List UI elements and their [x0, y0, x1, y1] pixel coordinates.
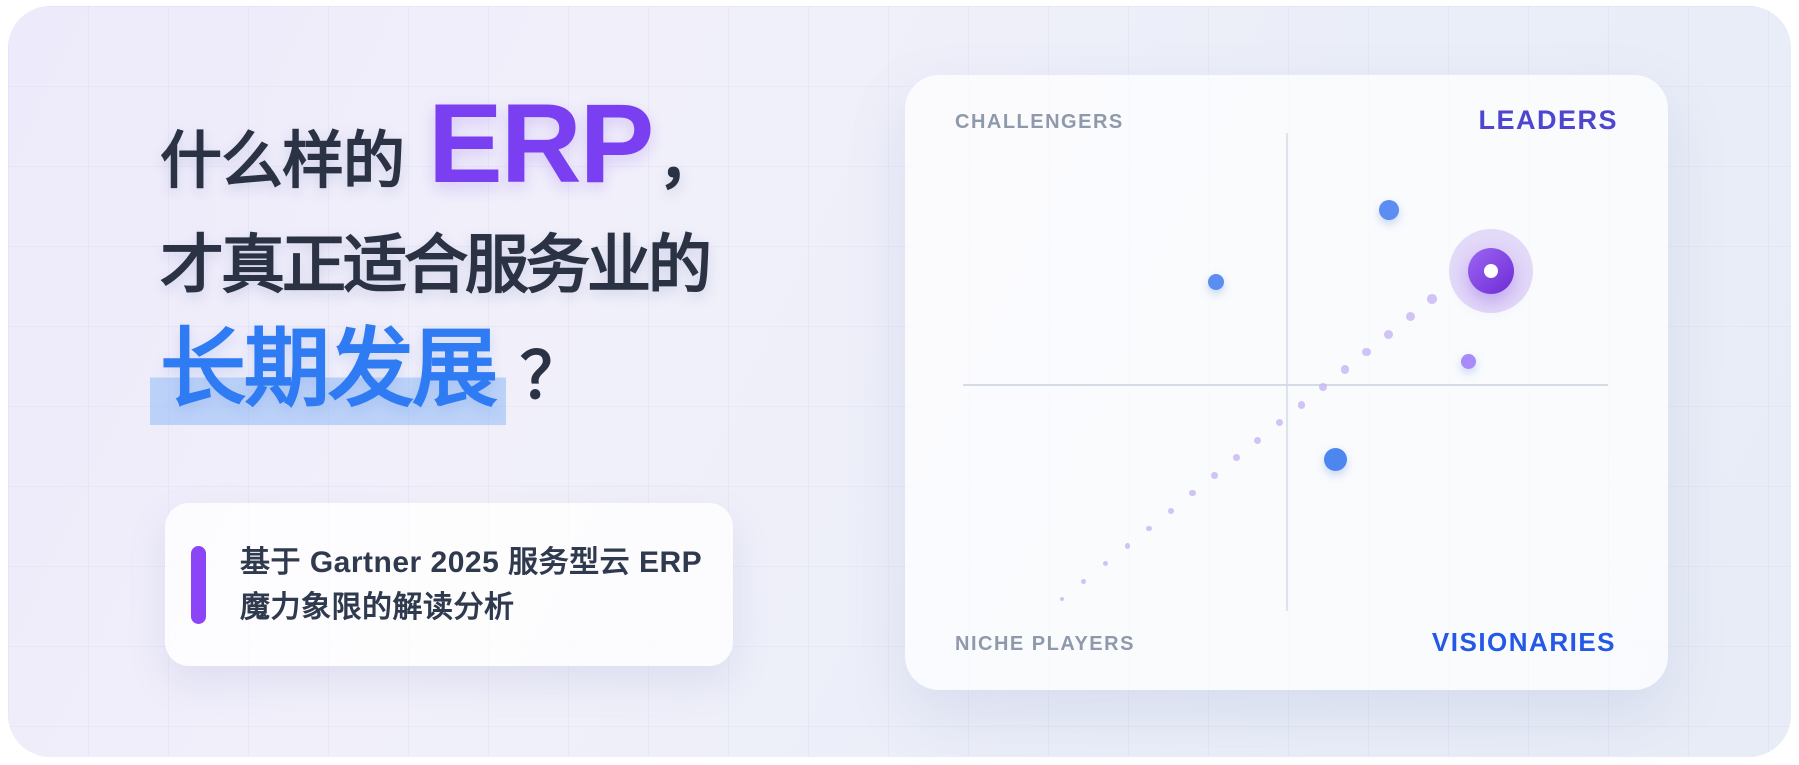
trail-dot	[1124, 543, 1130, 549]
trail-dot	[1211, 472, 1218, 479]
trail-dot	[1146, 525, 1152, 532]
subtitle-card: 基于 Gartner 2025 服务型云 ERP 魔力象限的解读分析	[165, 503, 733, 666]
trail-dot	[1167, 507, 1174, 514]
hero-line1-accent: ERP	[428, 81, 654, 206]
hero-line2-text: 才真正适合服务业的	[160, 229, 712, 301]
trail-dot	[1319, 383, 1328, 392]
hero-line-1: 什么样的 ERP ，	[160, 81, 720, 206]
trail-dot	[1340, 365, 1350, 374]
hero-line3-suffix: ？	[520, 340, 584, 412]
quadrant-label-niche-players: NICHE PLAYERS	[955, 633, 1135, 655]
trail-dot	[1103, 561, 1109, 567]
vertical-axis-line	[1286, 133, 1288, 611]
magic-quadrant-chart: CHALLENGERS LEADERS NICHE PLAYERS VISION…	[905, 75, 1668, 690]
subtitle-accent-bar	[191, 545, 206, 624]
trail-dot	[1189, 490, 1196, 497]
trail-dot	[1297, 401, 1306, 409]
point-challenger-blue	[1208, 274, 1224, 290]
trail-dot	[1383, 329, 1393, 339]
subtitle-text: 基于 Gartner 2025 服务型云 ERP 魔力象限的解读分析	[240, 540, 702, 630]
quadrant-label-leaders: LEADERS	[1478, 105, 1618, 135]
point-leader-blue	[1379, 200, 1399, 220]
trail-dot	[1254, 436, 1262, 444]
trail-dot	[1232, 454, 1240, 462]
trail-dot	[1427, 294, 1437, 304]
subtitle-line-2: 魔力象限的解读分析	[240, 590, 515, 624]
point-leader-purple	[1460, 353, 1476, 369]
hero-line-3: 长期发展 ？	[150, 322, 584, 425]
quadrant-label-visionaries: VISIONARIES	[1431, 627, 1616, 657]
trail-dot	[1081, 579, 1087, 584]
quadrant-label-challengers: CHALLENGERS	[955, 111, 1124, 133]
hero-line1-prefix: 什么样的	[160, 127, 405, 196]
horizontal-axis-line	[963, 384, 1608, 386]
hero-line-2: 才真正适合服务业的	[160, 214, 712, 306]
point-visionary-blue	[1323, 447, 1347, 471]
trail-dot	[1405, 312, 1415, 322]
trail-dot	[1059, 596, 1065, 602]
point-leader-highlight-core	[1484, 264, 1498, 278]
subtitle-line-1: 基于 Gartner 2025 服务型云 ERP	[240, 545, 703, 579]
hero-line1-suffix: ，	[658, 127, 720, 196]
trail-dot	[1362, 347, 1372, 357]
hero-line3-accent: 长期发展	[150, 322, 506, 425]
trail-dot	[1275, 418, 1284, 427]
